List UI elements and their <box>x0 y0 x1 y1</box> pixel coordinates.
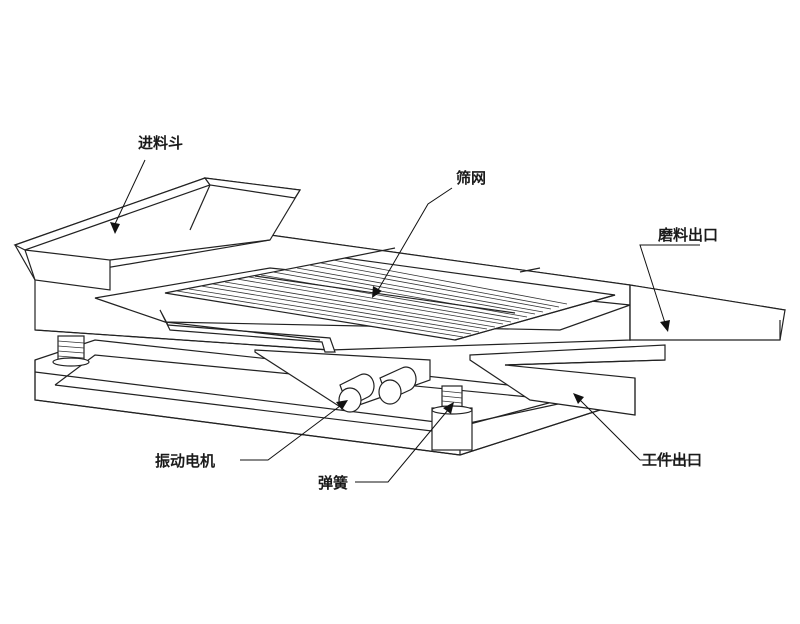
leader-feed-hopper <box>110 159 146 234</box>
vibration-motor-label: 振动电机 <box>155 452 215 470</box>
workpiece-chute <box>469 344 666 416</box>
spring-left <box>52 335 90 367</box>
spring-label: 弹簧 <box>318 474 348 492</box>
screen-mesh <box>164 247 616 341</box>
spring-right <box>431 385 473 451</box>
feed-hopper-label: 进料斗 <box>138 134 183 152</box>
leader-spring <box>355 402 454 483</box>
leader-workpiece-outlet <box>573 393 700 461</box>
vibration-motor <box>254 349 431 413</box>
abrasive-outlet-label: 磨料出口 <box>657 226 718 244</box>
leader-screen-mesh <box>372 187 453 298</box>
workpiece-outlet-label: 工件出口 <box>642 451 702 469</box>
feed-hopper <box>13 177 302 291</box>
screen-mesh-label: 筛网 <box>456 169 486 187</box>
leader-vibration-motor <box>240 400 348 461</box>
leader-abrasive-outlet <box>639 244 700 332</box>
screen-rail <box>159 309 336 353</box>
